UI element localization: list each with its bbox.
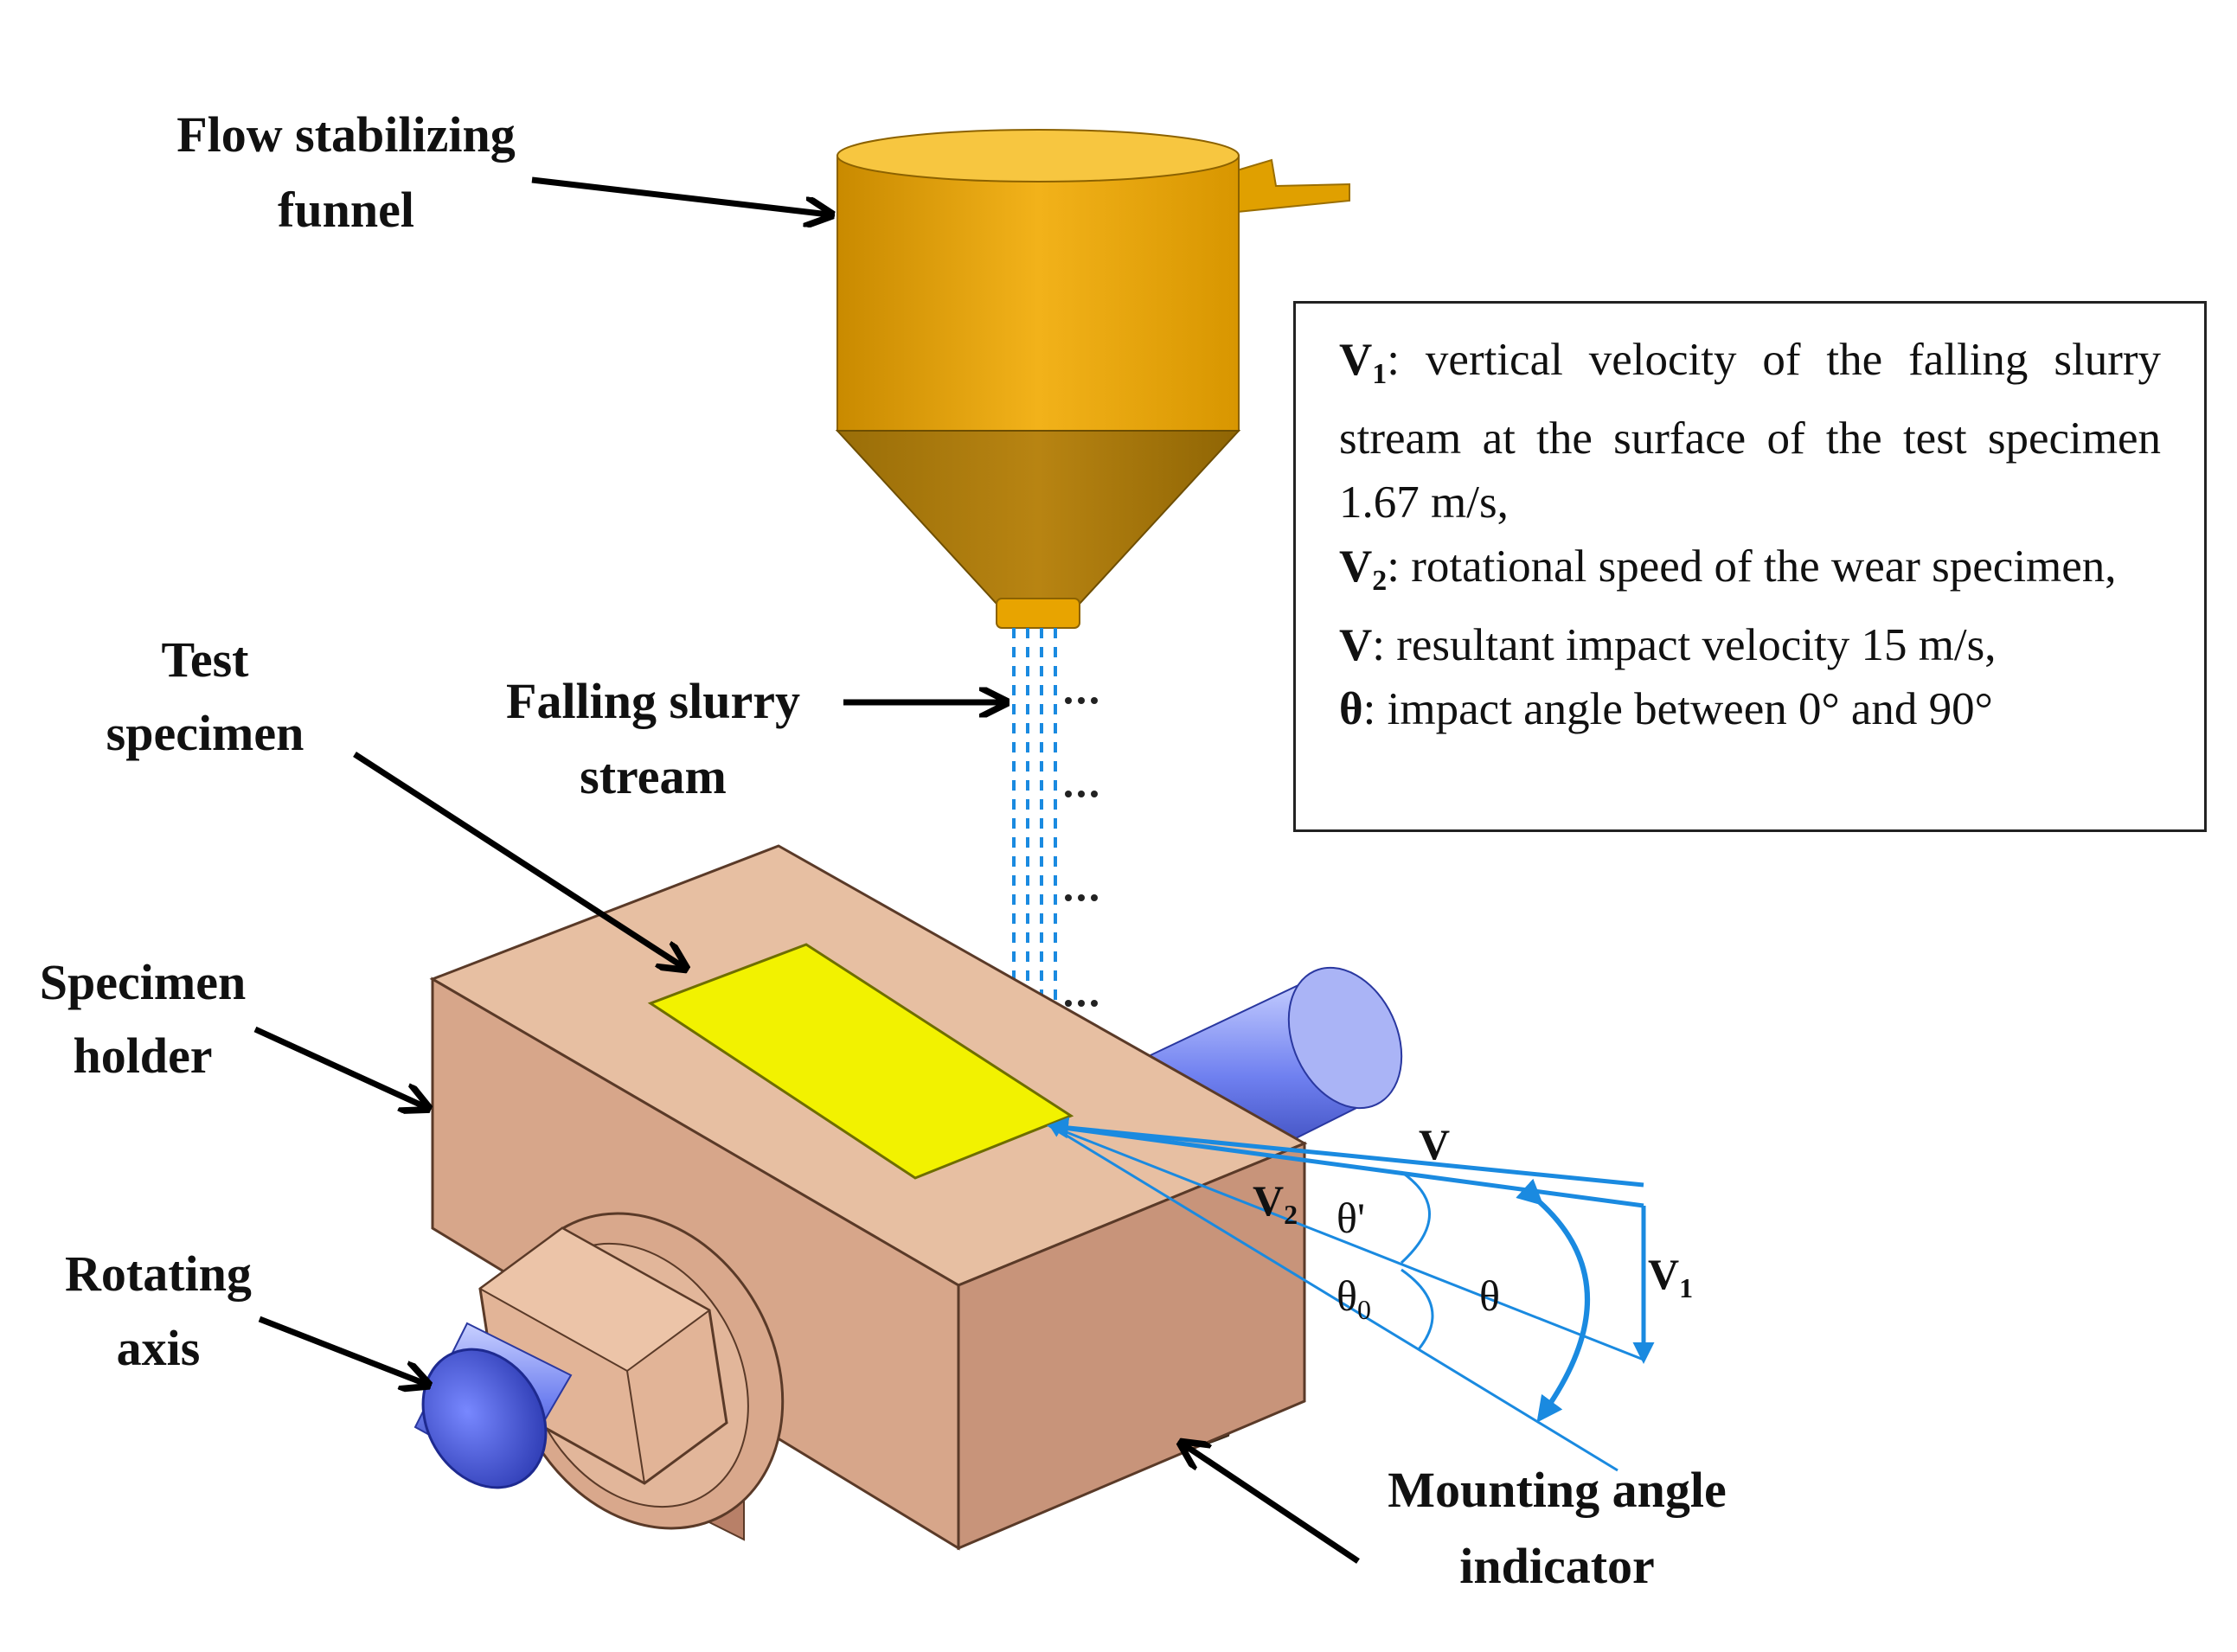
v1-subscript: 1 [1679,1272,1693,1303]
legend-theta-symbol: θ [1339,684,1363,734]
holder-right-face [957,1141,1306,1551]
legend-v1-subscript: 1 [1372,358,1388,390]
theta-label: θ [1479,1271,1500,1320]
test-specimen [647,943,1074,1180]
specimen-label-2: specimen [106,705,304,761]
rotating-axis-cylinder [413,1322,573,1489]
axis-pointer [258,1316,426,1384]
funnel-pointer [531,176,829,215]
specimen-pointer [353,752,683,967]
funnel-label-1: Flow stabilizing [176,106,516,163]
legend-v1: V1: vertical velocity of the falling slu… [1339,328,2161,535]
axis-label-1: Rotating [65,1245,252,1302]
legend-v2: V2: rotational speed of the wear specime… [1339,535,2161,613]
stream-label-2: stream [580,748,727,804]
legend-v2-subscript: 2 [1372,565,1388,597]
v1-label: V [1648,1250,1679,1298]
legend-theta: θ: impact angle between 0° and 90° [1339,677,2161,741]
theta0-arc [1401,1268,1434,1350]
callout-labels: Flow stabilizing funnel Test specimen Fa… [40,106,1727,1594]
legend-v1-text: : vertical velocity of the falling slurr… [1339,335,2161,528]
axis-label-2: axis [117,1320,201,1376]
holder-label-1: Specimen [40,954,246,1010]
stream-label-1: Falling slurry [506,673,800,729]
indicator-pointer [1183,1444,1360,1564]
legend-box: V1: vertical velocity of the falling slu… [1293,301,2207,832]
vector-labels: V V2 θ' θ0 θ V1 [1253,1120,1693,1325]
theta0-label: θ [1336,1271,1357,1320]
legend-v-text: : resultant impact velocity 15 m/s, [1372,620,1997,670]
legend-v2-text: : rotational speed of the wear specimen, [1387,541,2117,592]
v-label: V [1419,1120,1450,1169]
theta-prime-label: θ' [1336,1194,1365,1242]
legend-v2-symbol: V [1339,541,1373,592]
funnel-label-2: funnel [278,182,414,238]
svg-text:V2: V2 [1253,1176,1298,1230]
legend-v: V: resultant impact velocity 15 m/s, [1339,613,2161,677]
specimen-label-1: Test [162,631,250,688]
indicator-label-2: indicator [1459,1538,1655,1594]
funnel-nozzle [996,598,1080,629]
theta0-subscript: 0 [1357,1294,1371,1325]
holder-label-2: holder [73,1028,212,1084]
theta-prime-arc [1400,1170,1431,1265]
svg-text:V1: V1 [1648,1250,1693,1303]
pointer-arrows [253,176,1360,1564]
funnel-cylinder [836,155,1240,432]
theta-arc [1516,1178,1590,1423]
v-resultant-line [1047,1117,1644,1188]
legend-v1-symbol: V [1339,335,1373,385]
holder-pointer [253,1026,426,1107]
funnel-top [836,129,1240,182]
legend-v-symbol: V [1339,620,1373,670]
svg-text:θ0: θ0 [1336,1271,1371,1325]
v2-label: V [1253,1176,1284,1225]
funnel-cone [835,430,1241,605]
velocity-vectors [1047,1117,1655,1472]
indicator-label-1: Mounting angle [1388,1462,1727,1518]
funnel [835,129,1350,629]
funnel-spout [1227,158,1350,214]
legend-theta-text: : impact angle between 0° and 90° [1362,684,1993,734]
v2-subscript: 2 [1284,1199,1298,1230]
